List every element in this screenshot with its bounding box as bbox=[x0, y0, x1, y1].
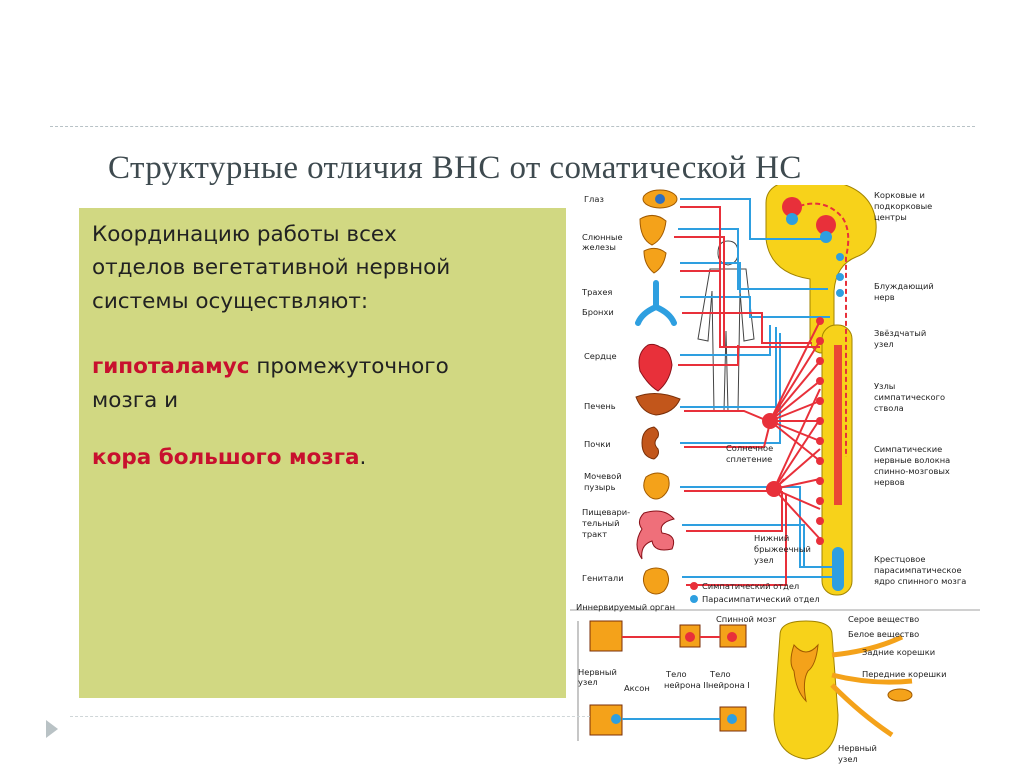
organ-label-genitals: Генитали bbox=[582, 573, 624, 583]
legend-sympathetic-label: Симпатический отдел bbox=[702, 581, 799, 591]
label-sacral-3: ядро спинного мозга bbox=[874, 576, 966, 586]
label-vagus-1: Блуждающий bbox=[874, 281, 934, 291]
text-panel bbox=[79, 208, 566, 698]
label-cortical-2: подкорковые bbox=[874, 201, 932, 211]
label-solar-plexus-1: Солнечное bbox=[726, 443, 773, 453]
label-neuron1-1: Тело bbox=[709, 669, 731, 679]
label-sympathetic-fibers-2: нервные волокна bbox=[874, 455, 950, 465]
label-stellate-1: Звёздчатый bbox=[874, 328, 926, 338]
label-mesenteric-1: Нижний bbox=[754, 533, 789, 543]
trachea-icon bbox=[635, 280, 677, 326]
cortex-center-2 bbox=[816, 215, 836, 235]
hypothalamus-term: гипоталамус bbox=[92, 354, 250, 379]
organ-label-glands: железы bbox=[582, 242, 616, 252]
brain-shape bbox=[765, 185, 877, 354]
parasympathetic-nerves bbox=[678, 198, 844, 578]
spinal-cross-section: Серое вещество Белое вещество Задние кор… bbox=[773, 614, 946, 764]
label-neuron2-1: Тело bbox=[665, 669, 687, 679]
label-dorsal-roots: Задние корешки bbox=[862, 647, 935, 657]
organ-label-salivary: Слюнные bbox=[582, 232, 623, 242]
organ-label-bladder-2: пузырь bbox=[584, 482, 616, 492]
label-spinal-ganglion-2: узел bbox=[838, 754, 858, 764]
organ-label-kidneys: Почки bbox=[584, 439, 611, 449]
label-neuron1-2: нейрона I bbox=[708, 680, 750, 690]
mesenteric-node bbox=[766, 481, 782, 497]
play-arrow-icon bbox=[46, 720, 58, 738]
nervous-system-diagram: Глаз Слюнные железы Трахея Бронхи Сердце… bbox=[570, 185, 980, 764]
paragraph-1-line-2: отделов вегетативной нервной bbox=[92, 255, 451, 280]
paragraph-2-line-2: мозга и bbox=[92, 388, 179, 413]
label-axon: Аксон bbox=[624, 683, 650, 693]
genitals-icon bbox=[642, 567, 670, 595]
label-ganglion-2: узел bbox=[578, 677, 598, 687]
label-gray-matter: Серое вещество bbox=[848, 614, 919, 624]
bladder-icon bbox=[643, 472, 670, 500]
label-spinal-cord: Спинной мозг bbox=[716, 614, 777, 624]
label-mesenteric-3: узел bbox=[754, 555, 774, 565]
cortex-center-1 bbox=[782, 197, 802, 217]
cortex-term: кора большого мозга bbox=[92, 445, 360, 470]
legend-parasympathetic-dot bbox=[690, 595, 698, 603]
paragraph-2-line-1: гипоталамус промежуточного bbox=[92, 350, 449, 383]
organ-label-eye: Глаз bbox=[584, 194, 604, 204]
intestine-icon bbox=[636, 510, 675, 560]
organ-icons bbox=[635, 189, 681, 595]
organ-label-bronchi: Бронхи bbox=[582, 307, 614, 317]
legend-sympathetic-dot bbox=[690, 582, 698, 590]
top-divider bbox=[50, 126, 975, 127]
label-solar-plexus-2: сплетение bbox=[726, 454, 772, 464]
label-ganglia-3: ствола bbox=[874, 403, 904, 413]
organ-label-digestive-3: тракт bbox=[582, 529, 607, 539]
organ-label-heart: Сердце bbox=[584, 351, 617, 361]
label-sympathetic-fibers-3: спинно-мозговых bbox=[874, 466, 950, 476]
label-cortical-3: центры bbox=[874, 212, 907, 222]
organ-tissue-top bbox=[589, 620, 623, 652]
label-mesenteric-2: брыжеечный bbox=[754, 544, 811, 554]
label-sacral-2: парасимпатическое bbox=[874, 565, 962, 575]
organ-label-bladder-1: Мочевой bbox=[584, 471, 622, 481]
organ-label-trachea: Трахея bbox=[581, 287, 612, 297]
sacral-nucleus bbox=[832, 547, 844, 591]
kidney-icon bbox=[641, 426, 659, 460]
paragraph-1-line-1: Координацию работы всех bbox=[92, 222, 397, 247]
legend-parasympathetic-label: Парасимпатический отдел bbox=[702, 594, 820, 604]
solar-plexus-node bbox=[762, 413, 778, 429]
label-sympathetic-fibers-1: Симпатические bbox=[874, 444, 942, 454]
body-outline bbox=[697, 240, 755, 412]
neuron-schematic: Иннервируемый орган Спинной мозг Нервный… bbox=[570, 602, 980, 741]
label-ganglion-1: Нервный bbox=[578, 667, 617, 677]
label-ganglia-1: Узлы bbox=[874, 381, 895, 391]
label-stellate-2: узел bbox=[874, 339, 894, 349]
organ-label-digestive-1: Пищевари- bbox=[582, 507, 630, 517]
label-white-matter: Белое вещество bbox=[848, 629, 919, 639]
label-sacral-1: Крестцовое bbox=[874, 554, 925, 564]
salivary-gland-2-icon bbox=[643, 247, 667, 274]
heart-icon bbox=[638, 343, 673, 392]
label-spinal-ganglion-1: Нервный bbox=[838, 743, 877, 753]
paragraph-1-line-3: системы осуществляют: bbox=[92, 289, 369, 314]
spinal-section-shape bbox=[773, 620, 839, 760]
label-neuron2-2: нейрона II bbox=[664, 680, 708, 690]
sympathetic-chain bbox=[816, 317, 824, 545]
label-ventral-roots: Передние корешки bbox=[862, 669, 946, 679]
paragraph-3-end: . bbox=[359, 445, 367, 470]
paragraph-2-text: промежуточного bbox=[249, 354, 449, 379]
label-vagus-2: нерв bbox=[874, 292, 895, 302]
organ-label-liver: Печень bbox=[584, 401, 616, 411]
liver-icon bbox=[635, 393, 681, 416]
salivary-gland-icon bbox=[639, 215, 667, 246]
bottom-divider bbox=[70, 716, 590, 717]
organ-label-digestive-2: тельный bbox=[582, 518, 620, 528]
label-sympathetic-fibers-4: нервов bbox=[874, 477, 905, 487]
paragraph-3: кора большого мозга. bbox=[92, 441, 366, 474]
label-ganglia-2: симпатического bbox=[874, 392, 945, 402]
label-cortical-1: Корковые и bbox=[874, 190, 925, 200]
slide-title: Структурные отличия ВНС от соматической … bbox=[108, 150, 802, 186]
label-innervated-organ: Иннервируемый орган bbox=[576, 602, 675, 612]
